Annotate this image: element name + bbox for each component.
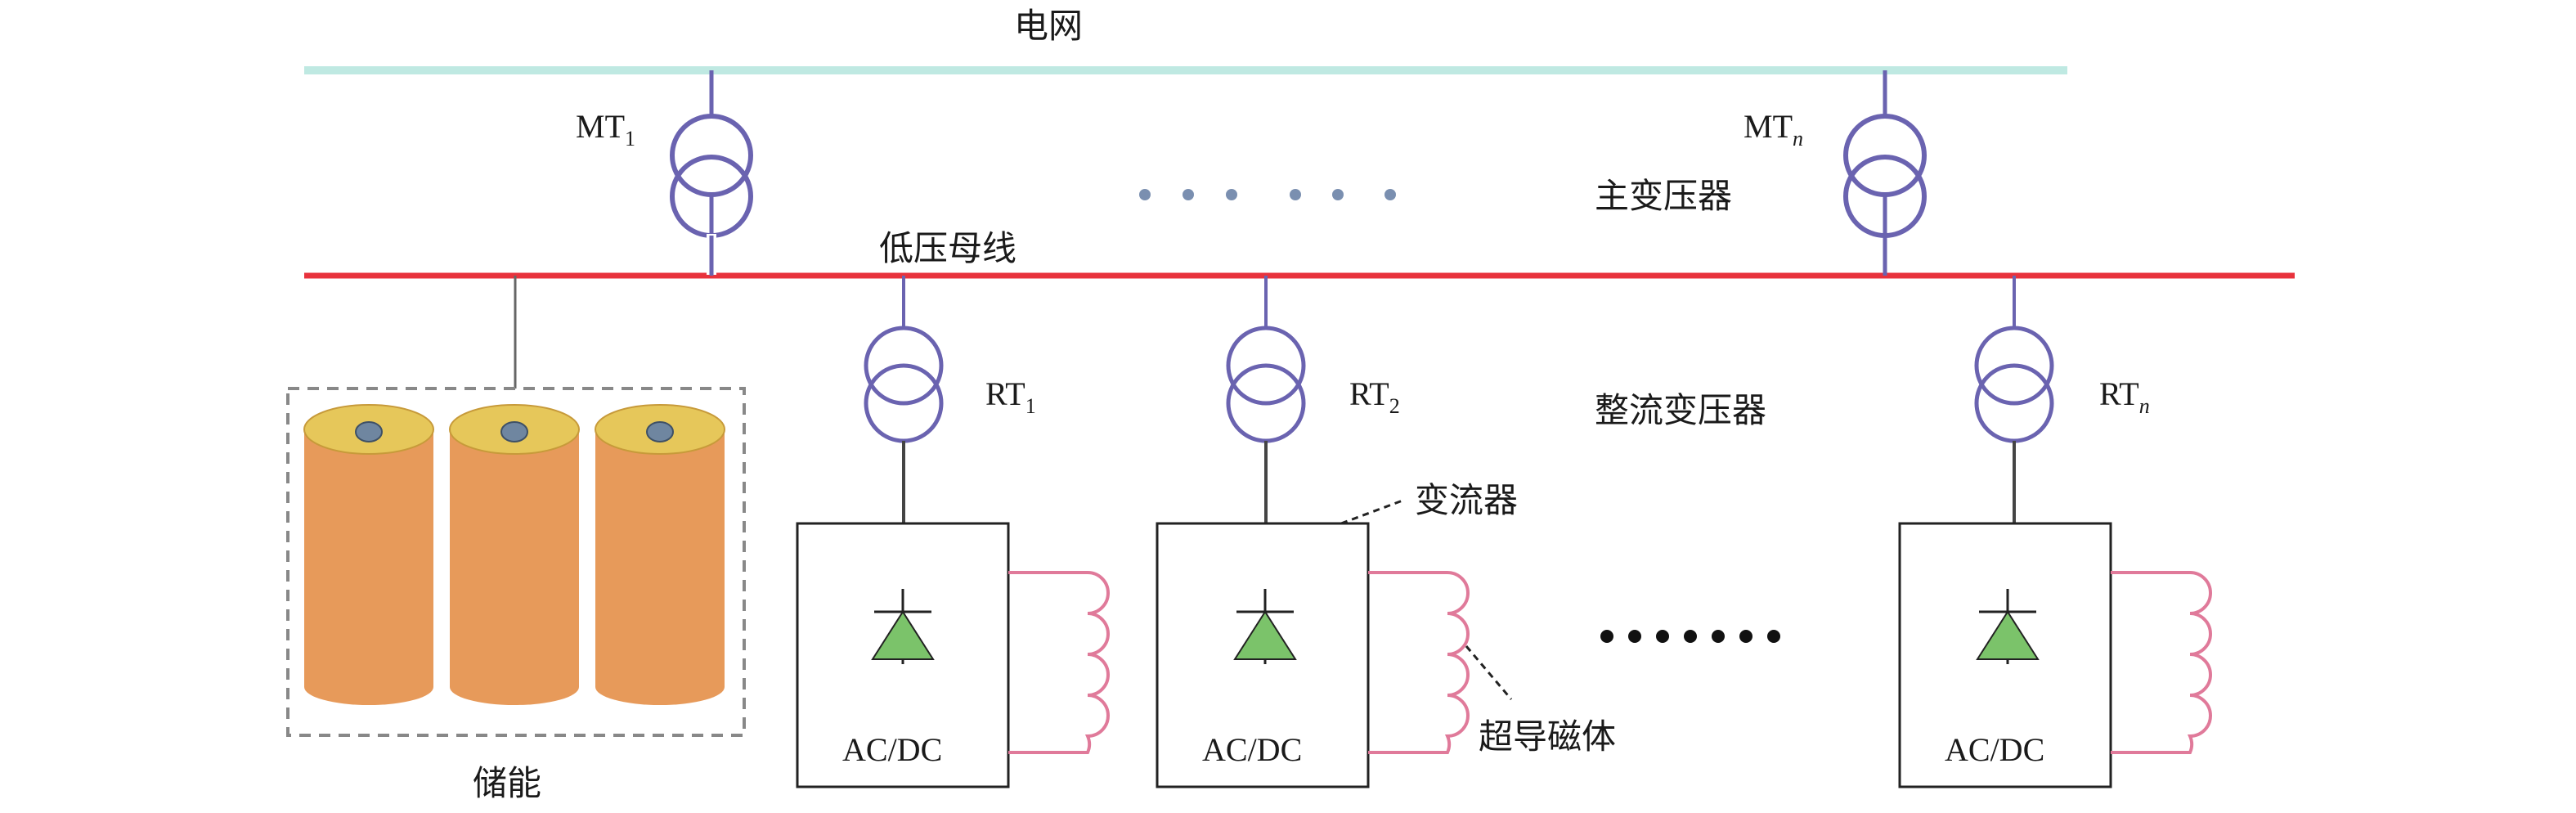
rectifier-ellipsis	[1600, 630, 1780, 643]
main-transformer-label: 主变压器	[1595, 177, 1732, 216]
grid-label: 电网	[1014, 8, 1083, 46]
converter-n-label: AC/DC	[1945, 731, 2044, 768]
coil-icon	[1368, 571, 1470, 754]
main-transformer-1	[670, 70, 753, 276]
main-transformer-1-label: MT1	[576, 108, 635, 150]
rectifier-unit-n	[1898, 276, 2212, 788]
battery-2	[449, 404, 580, 705]
rectifier-unit-2	[1156, 276, 1470, 788]
diode-icon	[871, 610, 935, 660]
low-voltage-bus-label: 低压母线	[879, 231, 1016, 268]
battery-1	[303, 404, 434, 705]
diode-icon	[1976, 610, 2040, 660]
converter-2-label: AC/DC	[1202, 731, 1302, 768]
converter-1-label: AC/DC	[842, 731, 942, 768]
rectifier-unit-1	[796, 276, 1110, 788]
converter-label: 变流器	[1415, 482, 1518, 520]
coil-icon	[2111, 571, 2212, 754]
superconducting-magnet-label: 超导磁体	[1479, 719, 1616, 757]
main-transformer-n-label: MTn	[1744, 108, 1803, 150]
coil-icon	[1008, 571, 1110, 754]
rt1-label: RT1	[985, 375, 1036, 418]
storage-dashed-box	[286, 387, 746, 737]
converter-callout-line	[1340, 499, 1403, 525]
rtn-label: RTn	[2099, 375, 2150, 418]
energy-storage-label: 储能	[473, 766, 541, 803]
main-transformer-n	[1843, 70, 1927, 276]
rectifier-transformer-label: 整流变压器	[1595, 392, 1766, 430]
magnet-callout-line	[1465, 645, 1513, 700]
rt2-label: RT2	[1349, 375, 1400, 418]
diode-icon	[1233, 610, 1297, 660]
main-transformer-ellipsis	[1139, 189, 1396, 200]
battery-3	[595, 404, 725, 705]
